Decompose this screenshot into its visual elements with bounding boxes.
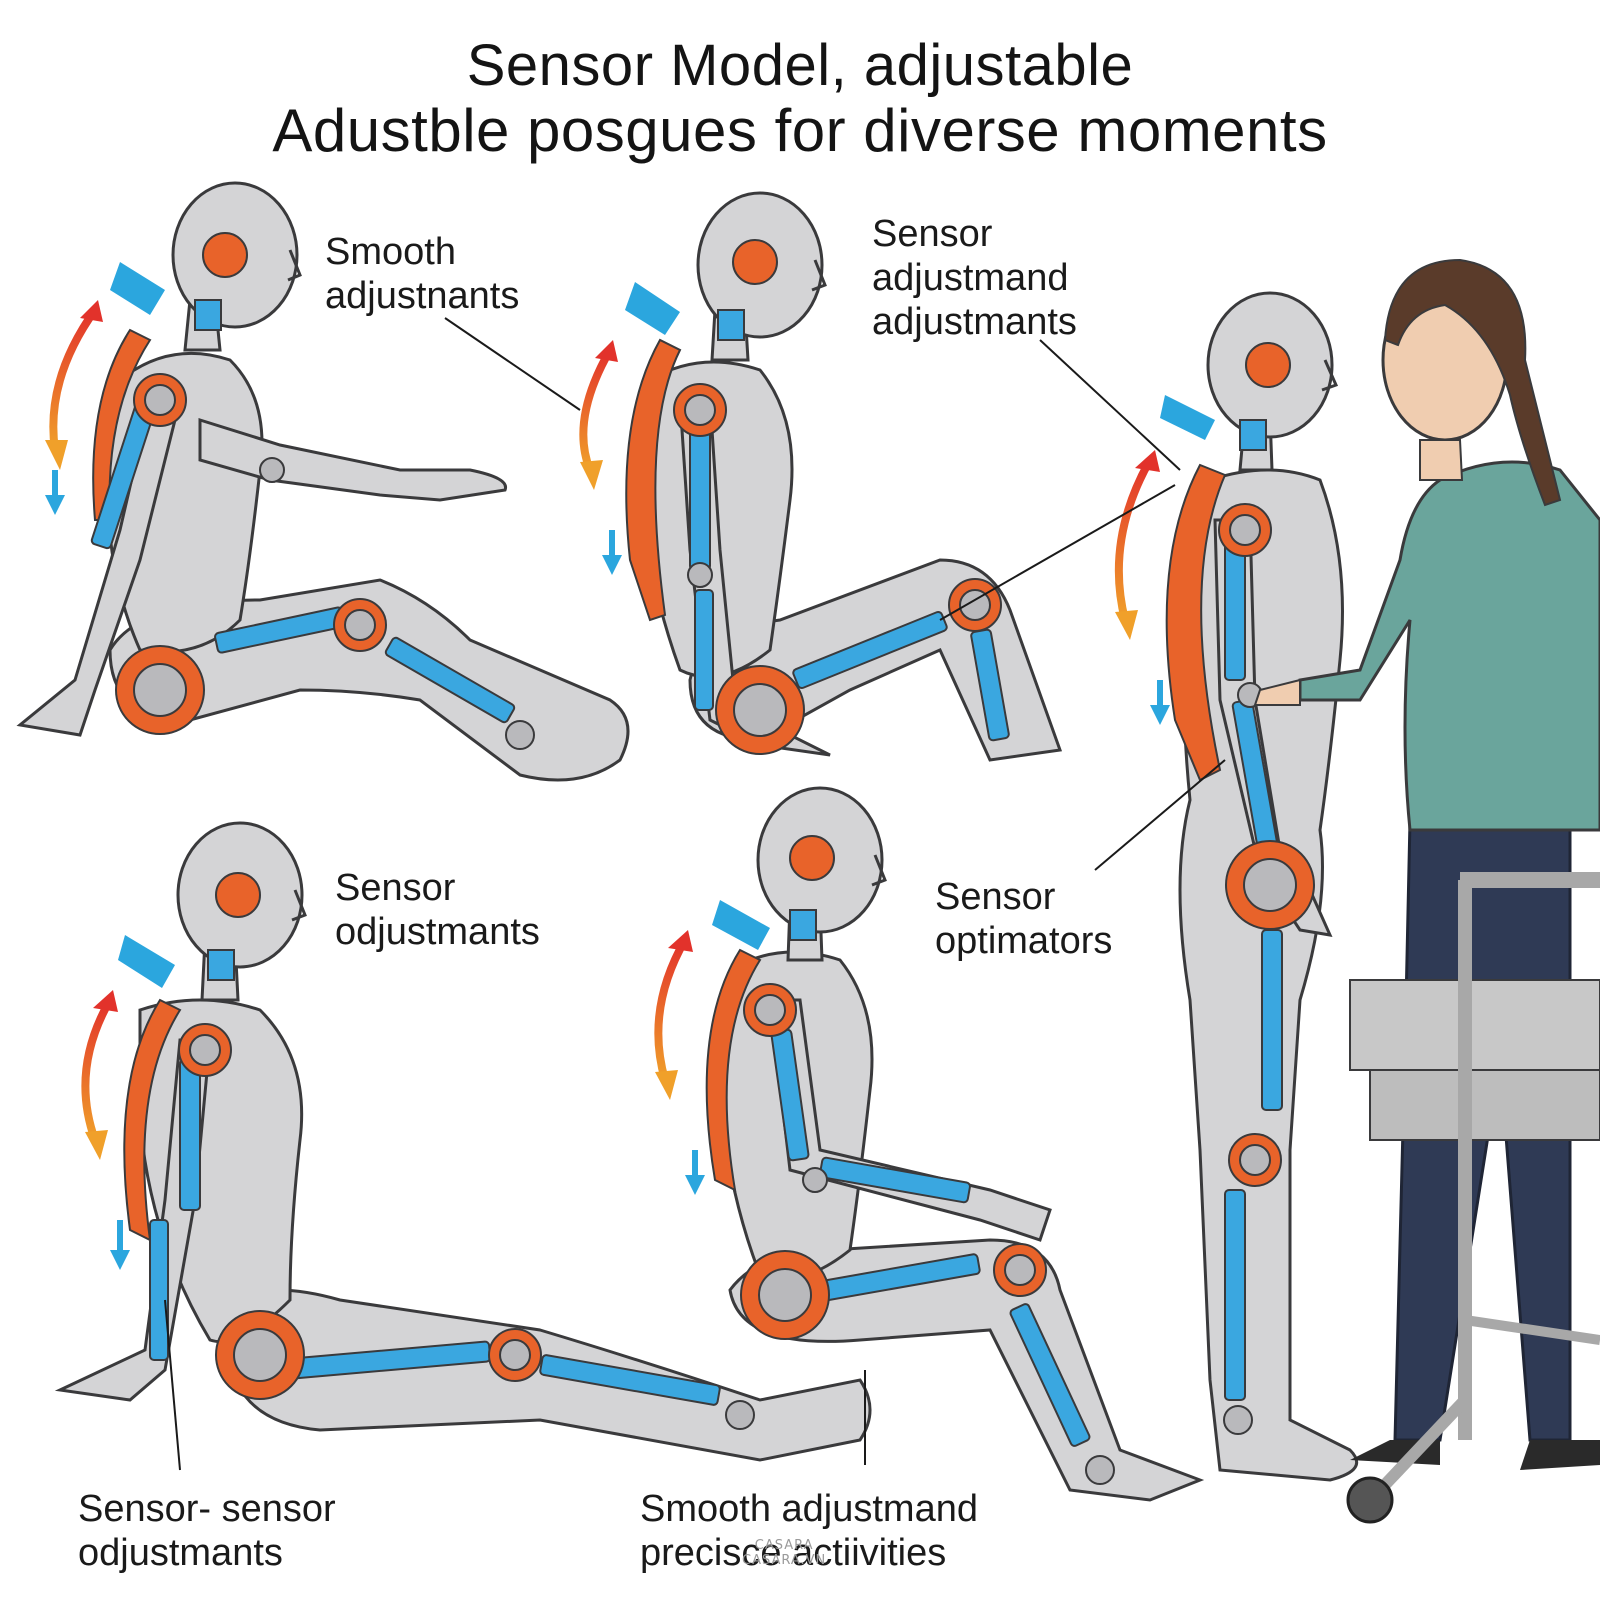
- label-line: Smooth adjustmand: [640, 1488, 978, 1530]
- label-line: adjustnants: [325, 275, 520, 317]
- watermark-line: CASARA.VN: [742, 1553, 827, 1568]
- leader-lines: [164, 317, 1226, 1471]
- figure-seated-upright: [579, 191, 1063, 762]
- watermark-line: CASARA: [754, 1538, 814, 1553]
- walker: [1346, 872, 1600, 1524]
- title-line-1: Sensor Model, adjustable: [466, 33, 1134, 98]
- label-line: Sensor- sensor: [78, 1488, 336, 1530]
- label-line: Sensor: [935, 876, 1056, 918]
- label-line: Sensor: [335, 867, 456, 909]
- label-line: odjustmants: [78, 1532, 283, 1574]
- label-line: Smooth: [325, 231, 456, 273]
- figure-seated-knee-bent: [654, 786, 1205, 1502]
- label-bottom-left: Sensor- sensor odjustmants: [78, 1487, 336, 1575]
- watermark: CASARA CASARA.VN: [742, 1538, 826, 1568]
- label-line: Sensor: [872, 213, 993, 255]
- title-line-2: Adustble posgues for diverse moments: [272, 97, 1328, 164]
- label-top-left: Smooth adjustnants: [325, 230, 519, 318]
- label-line: optimators: [935, 920, 1113, 962]
- label-line: odjustmants: [335, 911, 540, 953]
- label-top-middle: Sensor adjustmand adjustmants: [872, 212, 1077, 344]
- figure-standing: [1114, 291, 1359, 1482]
- label-line: precisce actiivities: [640, 1532, 947, 1574]
- label-middle-right: Sensor optimators: [935, 875, 1112, 963]
- label-bottom-middle: Smooth adjustmand precisce actiivities: [640, 1487, 978, 1575]
- label-middle-left: Sensor odjustmants: [335, 866, 540, 954]
- figure-seated-reaching: [16, 181, 630, 782]
- figure-seated-legs-extended: [54, 821, 872, 1462]
- label-line: adjustmand: [872, 257, 1069, 299]
- label-line: adjustmants: [872, 301, 1077, 343]
